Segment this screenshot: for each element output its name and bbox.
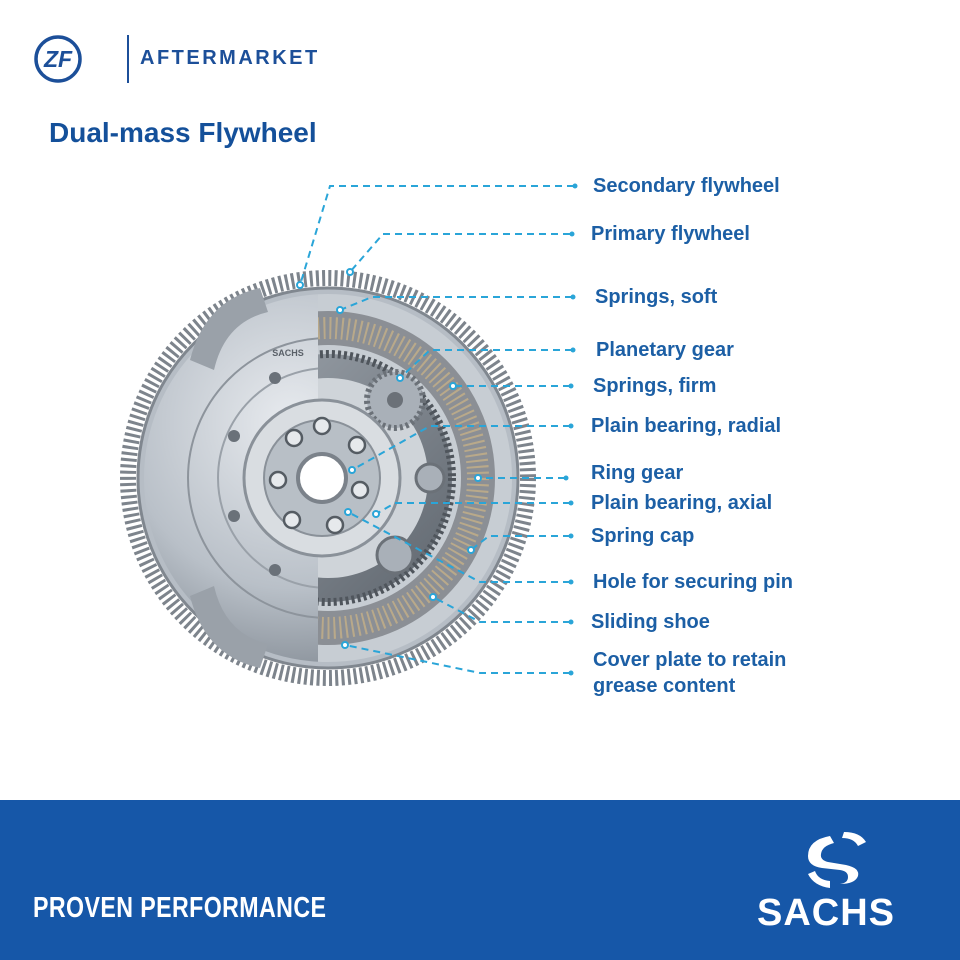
flywheel-diagram: SACHS	[0, 150, 960, 750]
leader-lines	[299, 185, 574, 674]
label-springs-firm: Springs, firm	[593, 375, 717, 397]
footer-tagline: PROVEN PERFORMANCE	[33, 892, 327, 924]
division-name: AFTERMARKET	[140, 47, 320, 69]
footer-banner: PROVEN PERFORMANCE SACHS	[0, 800, 960, 960]
zf-logo-text: ZF	[43, 46, 73, 72]
hub-bolts	[268, 416, 370, 535]
label-secondary-flywheel: Secondary flywheel	[593, 175, 780, 197]
header-divider	[127, 35, 129, 83]
label-planetary-gear: Planetary gear	[596, 339, 734, 361]
sachs-logo-icon	[808, 832, 866, 888]
label-plain-bearing-axial: Plain bearing, axial	[591, 492, 773, 514]
leader-start-dots	[563, 183, 578, 676]
label-cover-plate: Cover plate to retain grease content	[593, 649, 787, 697]
flywheel-illustration: SACHS	[120, 183, 578, 686]
zf-logo-icon: ZF	[34, 35, 82, 83]
secondary-flywheel-shape: SACHS	[144, 288, 318, 668]
header: ZF AFTERMARKET	[33, 34, 333, 84]
label-ring-gear: Ring gear	[591, 462, 684, 484]
label-plain-bearing-radial: Plain bearing, radial	[591, 415, 782, 437]
leader-endpoints	[296, 268, 482, 649]
label-hole-for-securing-pin: Hole for securing pin	[593, 571, 794, 593]
footer-brand: SACHS	[757, 892, 896, 934]
label-primary-flywheel: Primary flywheel	[591, 223, 750, 245]
label-sliding-shoe: Sliding shoe	[591, 611, 710, 633]
product-stamp: SACHS	[272, 348, 304, 358]
label-spring-cap: Spring cap	[591, 525, 695, 547]
label-springs-soft: Springs, soft	[595, 286, 718, 308]
page-title: Dual-mass Flywheel	[49, 117, 317, 148]
hub-bore	[296, 452, 348, 504]
